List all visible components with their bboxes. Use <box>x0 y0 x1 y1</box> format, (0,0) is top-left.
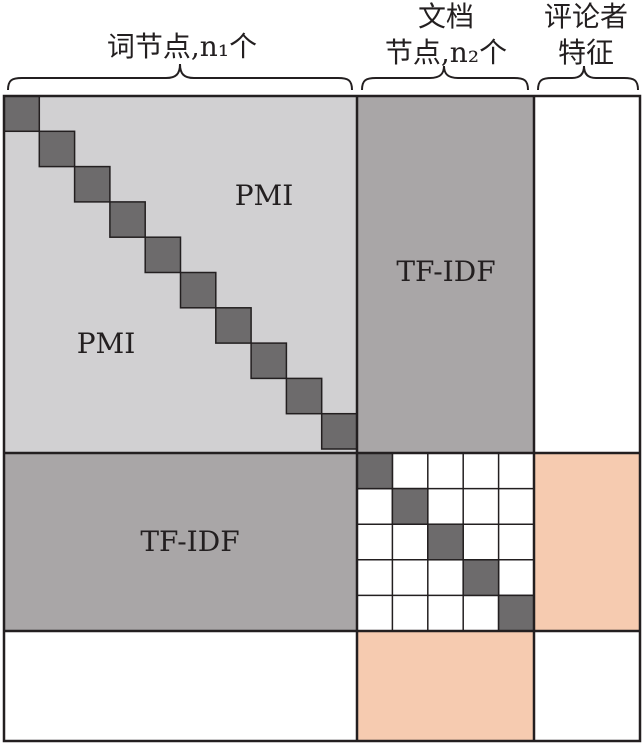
word-commenter-empty-block <box>533 95 641 454</box>
word-diagonal-cell <box>109 201 146 238</box>
word-diagonal-cell <box>38 130 76 168</box>
word-diagonal-cell <box>179 271 217 309</box>
word-diagonal-cell <box>144 236 182 274</box>
doc-commenter-feature-block <box>533 452 641 632</box>
commenter-header-line2: 特征 <box>558 36 614 69</box>
word-diagonal-cell <box>3 95 41 133</box>
pmi-lower-label: PMI <box>77 327 136 360</box>
pmi-upper-label: PMI <box>235 179 294 212</box>
commenter-doc-feature-block <box>356 630 535 742</box>
word-nodes-header: 词节点,n₁个 <box>107 30 257 63</box>
word-doc-tfidf-block <box>356 95 535 454</box>
doc-diagonal-cell <box>391 487 429 525</box>
word-diagonal-cell <box>285 377 323 415</box>
word-diagonal-cell <box>320 412 358 450</box>
word-diagonal-cells <box>3 95 358 450</box>
doc-nodes-header-line1: 文档 <box>418 0 474 33</box>
commenter-word-empty-block <box>3 630 358 742</box>
word-diagonal-cell <box>250 342 288 380</box>
word-diagonal-cell <box>215 307 252 344</box>
tfidf-bottom-label: TF-IDF <box>140 525 239 558</box>
commenter-header-line1: 评论者 <box>544 0 628 33</box>
doc-diagonal-cell <box>427 523 464 561</box>
header-braces <box>7 63 639 91</box>
doc-diagonal-cell <box>462 559 500 597</box>
matrix-partition-lines <box>2 94 642 743</box>
doc-nodes-header-line2: 节点,n₂个 <box>385 36 507 69</box>
word-nodes-brace <box>7 63 353 91</box>
doc-diagonal-cells <box>356 452 535 632</box>
doc-nodes-brace <box>361 65 529 91</box>
doc-diagonal-cell <box>497 594 535 632</box>
commenter-brace <box>537 65 639 91</box>
commenter-commenter-empty-block <box>533 630 641 742</box>
doc-diagonal-cell <box>356 452 394 490</box>
tfidf-right-label: TF-IDF <box>396 255 495 288</box>
matrix-outer-border <box>2 94 642 743</box>
word-diagonal-cell <box>73 165 111 203</box>
